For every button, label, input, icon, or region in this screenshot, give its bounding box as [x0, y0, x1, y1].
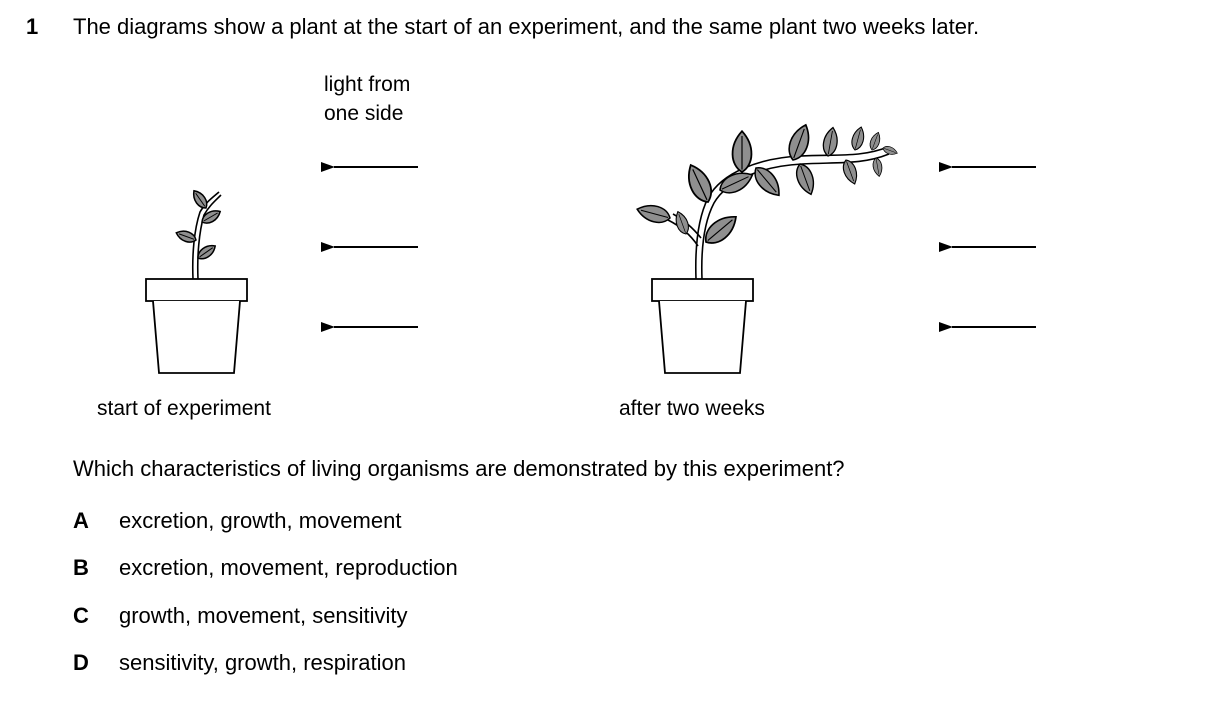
question-number: 1 — [26, 14, 39, 39]
option-text: growth, movement, sensitivity — [119, 603, 408, 628]
question-stem: The diagrams show a plant at the start o… — [73, 14, 980, 39]
light-label-line1: light from — [324, 73, 411, 96]
option-letter: A — [73, 508, 89, 533]
caption-start: start of experiment — [97, 397, 271, 420]
plant-pot — [145, 278, 248, 374]
option-letter: B — [73, 555, 89, 580]
option-text: excretion, movement, reproduction — [119, 555, 458, 580]
plant-start — [145, 187, 248, 374]
option-text: excretion, growth, movement — [119, 508, 402, 533]
caption-after: after two weeks — [619, 397, 765, 420]
option-letter: C — [73, 603, 89, 628]
light-arrows-right — [939, 162, 1036, 332]
light-arrows-left — [321, 162, 418, 332]
plant-pot — [651, 278, 754, 374]
option-letter: D — [73, 650, 89, 675]
option-text: sensitivity, growth, respiration — [119, 650, 406, 675]
question-prompt: Which characteristics of living organism… — [73, 456, 845, 481]
plant-after — [634, 121, 899, 374]
light-label-line2: one side — [324, 102, 404, 125]
light-label: light from one side — [324, 70, 410, 128]
